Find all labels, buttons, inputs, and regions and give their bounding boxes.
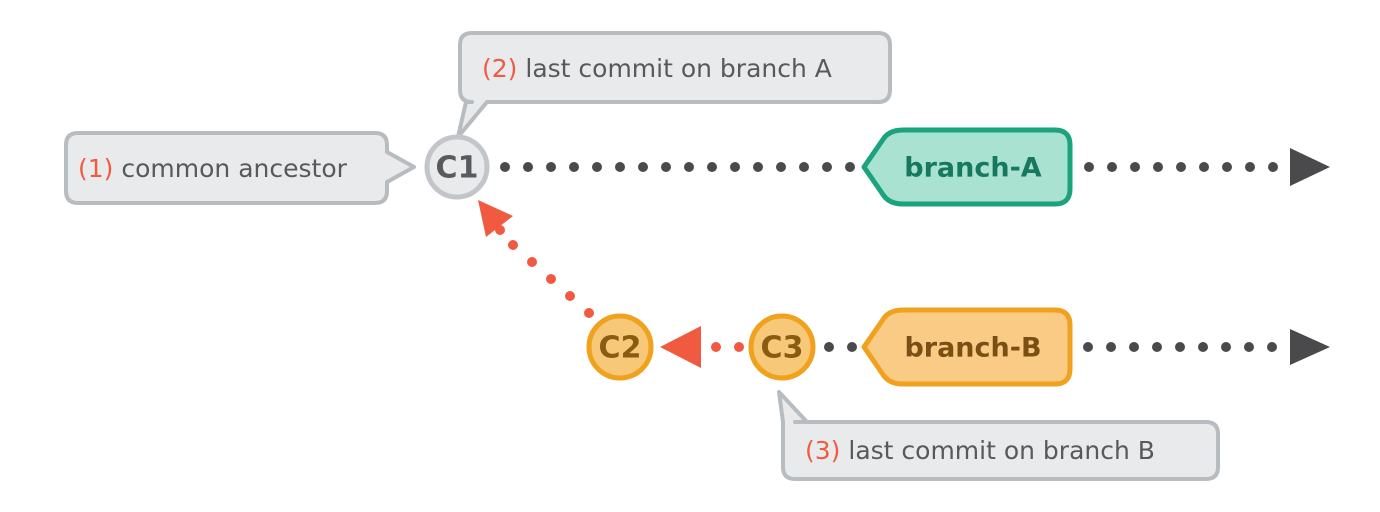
- branch-b-arrowhead-icon: [1290, 329, 1330, 365]
- edge-c3-to-branch-b-dots: [824, 342, 857, 352]
- branch-tag-branch-a-label: branch-A: [904, 153, 1042, 184]
- branch-tag-branch-b-label: branch-B: [904, 333, 1041, 364]
- edge-branch-a-line-left: [500, 162, 855, 172]
- callout-2-body: last commit on branch A: [517, 54, 831, 83]
- callout-3-body: last commit on branch B: [840, 436, 1155, 465]
- callout-last-commit-branch-a: (2) last commit on branch A: [456, 31, 892, 139]
- callout-common-ancestor: (1) common ancestor: [64, 131, 416, 205]
- edge-c3-to-c2-arrowhead-icon: [660, 326, 701, 368]
- edge-branch-b-line-right: [1083, 342, 1277, 352]
- branch-a-arrowhead-icon: [1290, 148, 1330, 186]
- callout-2-text: (2) last commit on branch A: [482, 54, 832, 83]
- edge-c2-to-c1-arrowhead-icon: [478, 200, 513, 237]
- branch-tag-branch-a[interactable]: branch-A: [861, 127, 1073, 207]
- commit-node-c2-label: C2: [599, 331, 642, 366]
- callout-1-text: (1) common ancestor: [78, 154, 348, 183]
- callout-2-number: (2): [482, 54, 517, 83]
- callout-3-number: (3): [805, 436, 840, 465]
- edge-branch-a-line-right: [1084, 162, 1278, 172]
- commit-node-c2[interactable]: C2: [586, 313, 654, 381]
- commit-node-c1[interactable]: C1: [424, 134, 490, 200]
- callout-1-body: common ancestor: [113, 154, 347, 183]
- edge-c2-to-c1-dots: [495, 225, 594, 318]
- commit-node-c3-label: C3: [761, 331, 804, 366]
- callout-1-number: (1): [78, 154, 113, 183]
- commit-node-c1-label: C1: [436, 151, 479, 186]
- callout-3-text: (3) last commit on branch B: [805, 436, 1155, 465]
- branch-tag-branch-b[interactable]: branch-B: [861, 307, 1073, 387]
- commit-node-c3[interactable]: C3: [748, 313, 816, 381]
- callout-last-commit-branch-b: (3) last commit on branch B: [777, 390, 1220, 481]
